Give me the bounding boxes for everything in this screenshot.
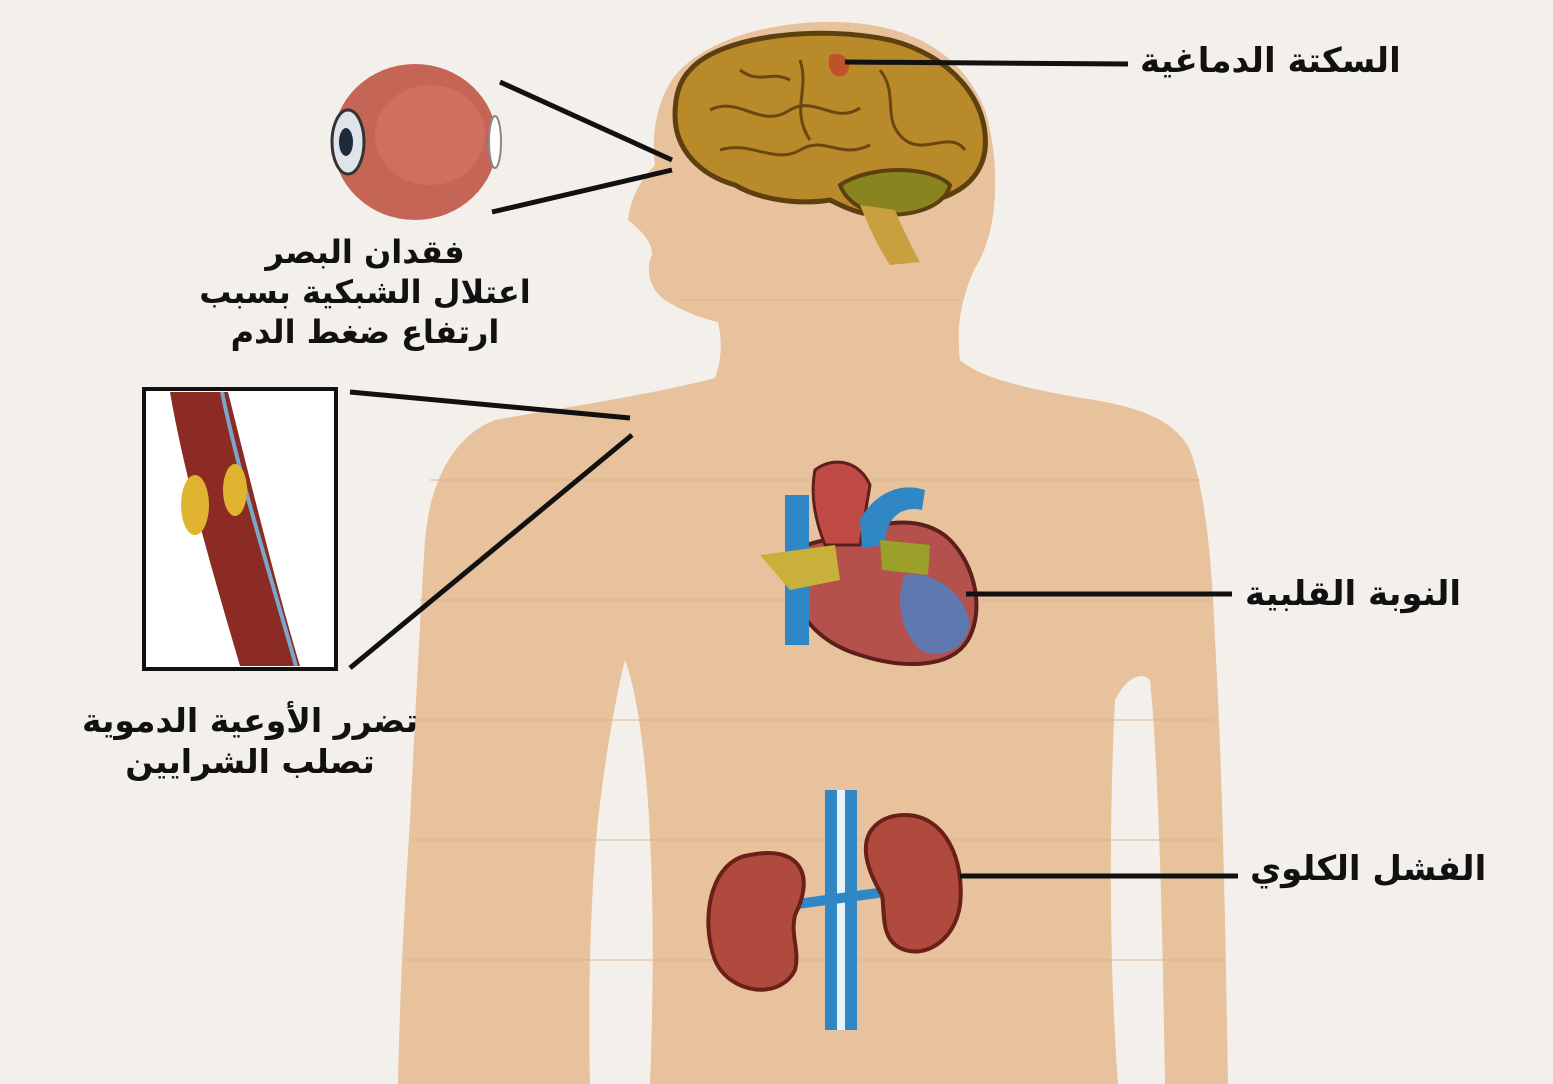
leader-line-eye-top (500, 82, 672, 160)
vision-label-line2: اعتلال الشبكية بسبب (170, 272, 560, 312)
vessels-label-line1: تضرر الأوعية الدموية (55, 700, 445, 741)
vision-label-line3: ارتفاع ضغط الدم (170, 312, 560, 352)
artery-inset (144, 389, 336, 669)
vessels-label-line2: تصلب الشرايين (55, 741, 445, 782)
eye-illustration (332, 64, 501, 220)
kidney-failure-label: الفشل الكلوي (1250, 848, 1486, 891)
vision-loss-label: فقدان البصر اعتلال الشبكية بسبب ارتفاع ض… (170, 232, 560, 352)
kidney-failure-label-text: الفشل الكلوي (1250, 848, 1486, 891)
leader-line-stroke (845, 62, 1128, 64)
vessel-damage-label: تضرر الأوعية الدموية تصلب الشرايين (55, 700, 445, 783)
heart-attack-label-text: النوبة القلبية (1245, 573, 1461, 616)
stroke-label: السكتة الدماغية (1140, 40, 1401, 83)
heart-attack-label: النوبة القلبية (1245, 573, 1461, 616)
stroke-label-text: السكتة الدماغية (1140, 40, 1401, 83)
vision-label-line1: فقدان البصر (170, 232, 560, 272)
